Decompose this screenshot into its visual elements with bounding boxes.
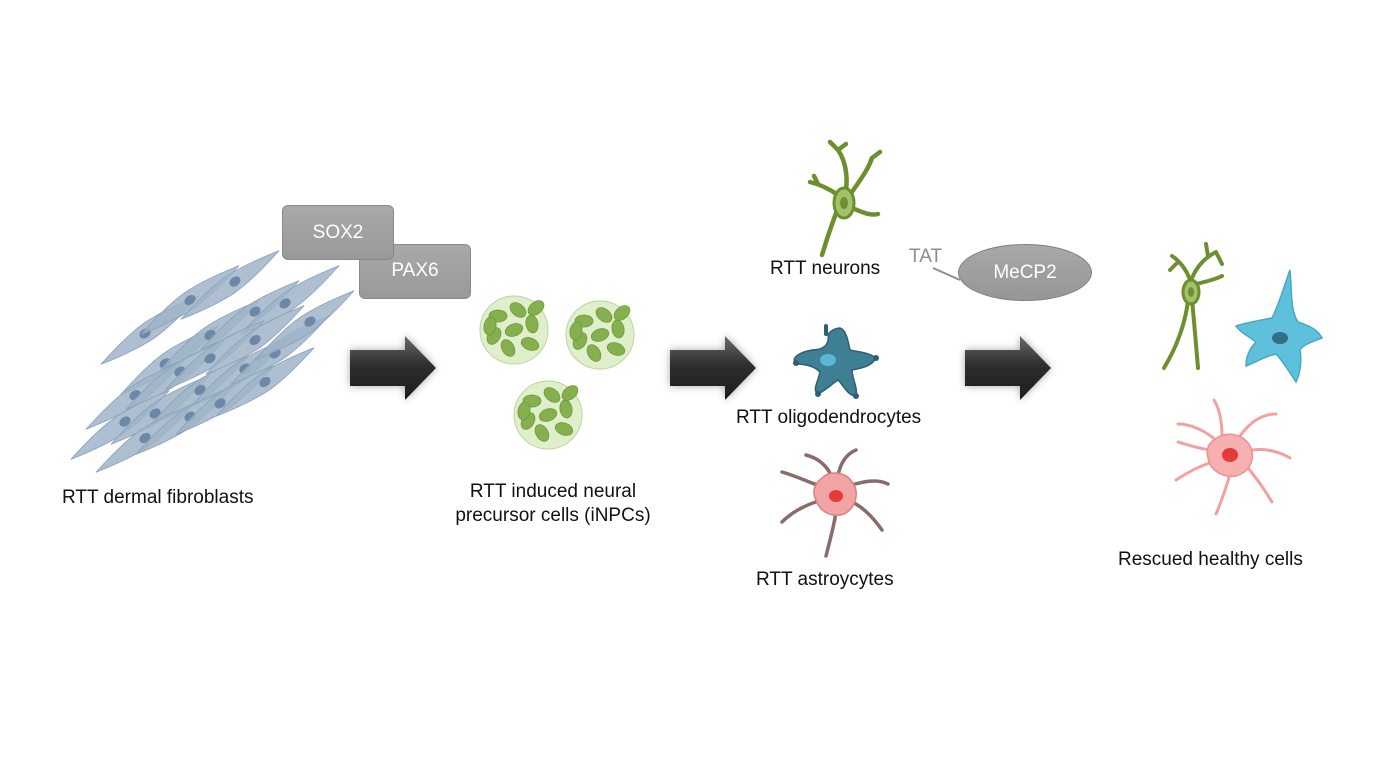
mecp2-label: MeCP2 [993,261,1057,283]
arrow-1 [350,336,436,400]
fibroblasts-label: RTT dermal fibroblasts [62,487,254,508]
neuron-illustration [807,139,883,258]
mecp2-oval: MeCP2 [958,244,1092,301]
rescued-oligodendrocyte-illustration [1234,269,1324,384]
fibroblast-cells-illustration [70,250,355,473]
sox2-box: SOX2 [282,205,394,260]
inpc-clusters-illustration [479,295,635,450]
fibroblast-cell [215,347,315,417]
sox2-label: SOX2 [312,221,364,243]
fibroblast-cell [140,265,240,335]
inpcs-label-line1: RTT induced neural [469,481,637,502]
rescued-neuron-illustration [1162,242,1224,370]
inpc-cluster [513,380,583,450]
rescued-astrocyte-illustration [1174,398,1292,516]
arrow-3 [965,336,1051,400]
oligodendrocyte-illustration [793,324,879,399]
pax6-label: PAX6 [391,259,439,281]
arrow-2 [670,336,756,400]
fibroblast-cell [205,305,305,375]
fibroblast-cell [255,290,355,360]
tat-label: TAT [909,246,943,267]
astrocytes-label: RTT astroycytes [756,569,894,590]
inpc-cluster [565,300,635,370]
rescued-label: Rescued healthy cells [1118,549,1303,570]
neurons-label: RTT neurons [770,258,881,279]
inpcs-label-line2: precursor cells (iNPCs) [455,505,651,526]
astrocyte-illustration [780,448,890,558]
inpc-cluster [479,295,549,365]
fibroblast-cell [180,250,280,320]
oligodendrocytes-label: RTT oligodendrocytes [736,407,922,428]
fibroblast-cell [165,320,265,390]
tat-connector-line [932,267,961,281]
fibroblast-cell [70,390,170,460]
inpcs-label: RTT induced neural precursor cells (iNPC… [438,480,668,528]
